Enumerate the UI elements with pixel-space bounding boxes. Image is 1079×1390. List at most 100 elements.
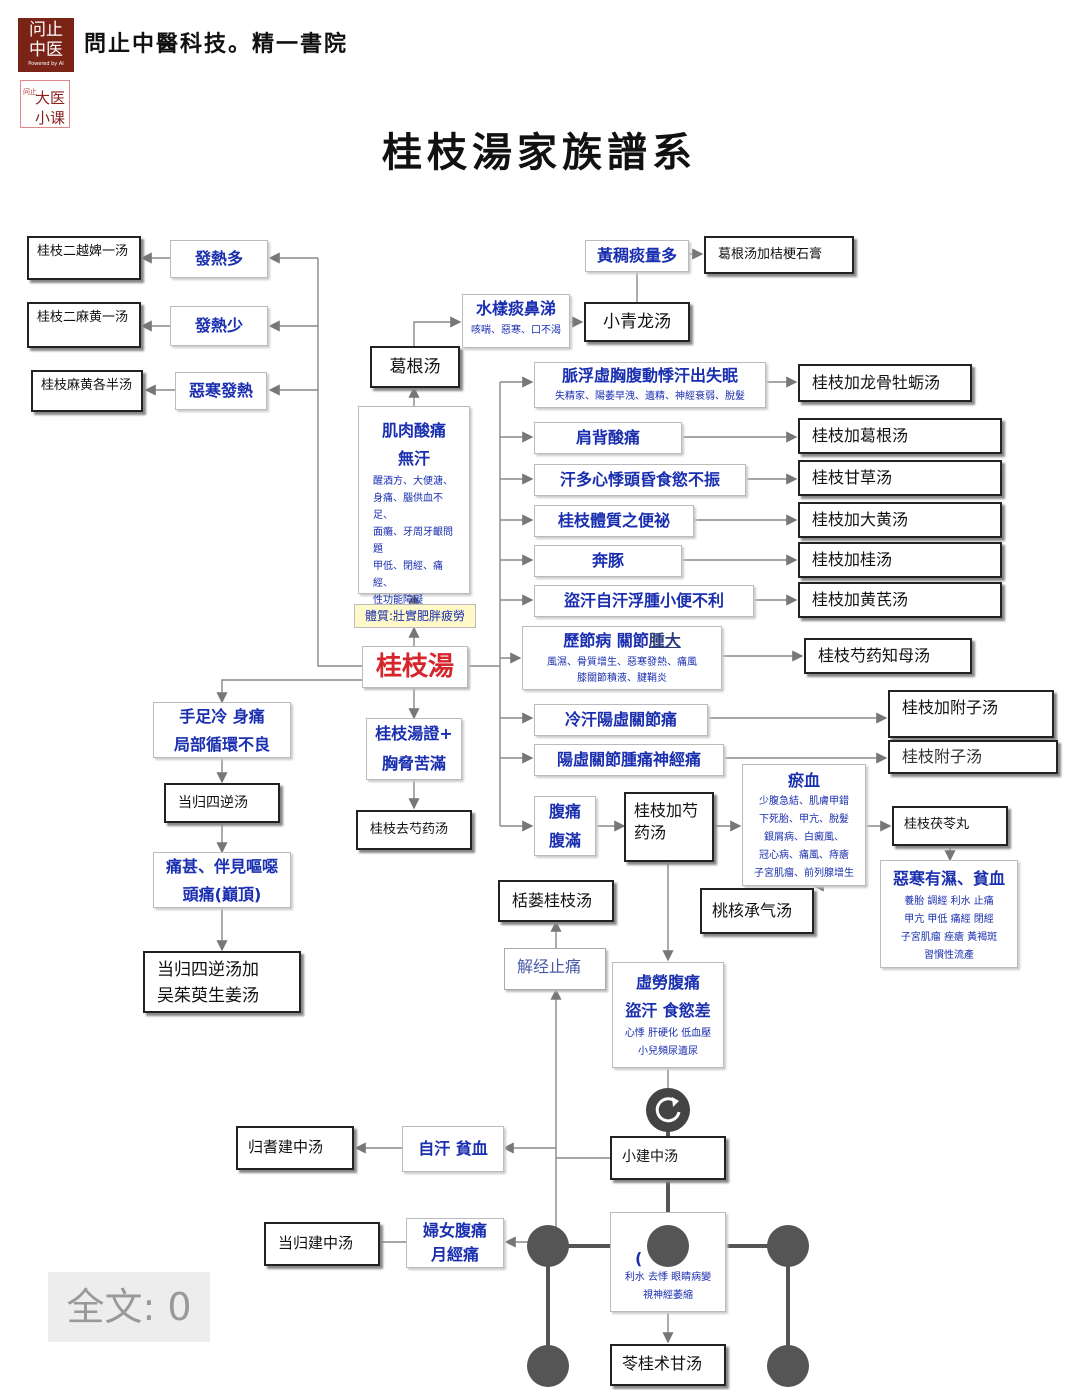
symptom-label: 發熱少 [194, 316, 243, 335]
symptom-label: 盜汗 食慾差 [625, 1001, 711, 1020]
drag-handle[interactable] [767, 1345, 809, 1387]
formula-label: 桂枝加葛根汤 [812, 426, 909, 445]
detail-line: 失精家、陽萎早洩、遺精、神經衰弱、脫髮 [555, 391, 745, 402]
symptom-label: 肩背酸痛 [575, 428, 640, 447]
symptom-box: 虛勞腹痛 盜汗 食慾差 心悸 肝硬化 低血壓 小兒頻尿遺尿 [612, 962, 724, 1068]
drag-handle[interactable] [527, 1345, 569, 1387]
central-label: 桂枝湯 [375, 652, 454, 682]
symptom-label-part: 歷節病 關節 [563, 631, 649, 650]
badge-line1: 大医 [35, 89, 66, 107]
detail-line: 子宮肌瘤、前列腺增生 [754, 868, 854, 879]
symptom-label: 虛勞腹痛 [635, 973, 700, 992]
formula-label: 小建中汤 [622, 1149, 678, 1165]
formula-label: 桂枝加黄芪汤 [812, 590, 909, 609]
rotate-icon [655, 1097, 681, 1123]
fulltext-label: 全文: 0 [66, 1285, 192, 1329]
symptom-box: 陽虛關節腫痛神經痛 [534, 744, 724, 776]
symptom-label: 解经止痛 [517, 957, 582, 976]
symptom-label: 瘀血 [787, 771, 820, 790]
symptom-box: 桂枝體質之便祕 [534, 505, 694, 537]
formula-box: 桂枝加龙骨牡蛎汤 [798, 364, 972, 402]
badge-line2: 小课 [35, 109, 66, 127]
formula-label: 桃核承气汤 [712, 901, 793, 920]
formula-box: 当归建中汤 [264, 1222, 380, 1266]
rotate-button[interactable] [646, 1088, 690, 1132]
symptom-box: 脈浮虛胸腹動悸汗出失眠 失精家、陽萎早洩、遺精、神經衰弱、脫髮 [534, 362, 766, 408]
formula-box: 归耆建中汤 [236, 1126, 354, 1170]
formula-label: 桂枝甘草汤 [812, 468, 893, 487]
drag-handle[interactable] [647, 1225, 689, 1267]
fulltext-counter[interactable]: 全文: 0 [48, 1272, 210, 1342]
symptom-box: 瘀血 少腹急結、肌膚甲錯 下死胎、甲亢、脫髮 銀屑病、白癜風、 冠心病、痛風、痔… [742, 764, 866, 886]
formula-box: 葛根汤 [370, 346, 460, 388]
formula-label: 桂枝加附子汤 [902, 698, 999, 717]
symptom-label: ( [635, 1249, 643, 1268]
detail-line: 利水 去悸 眼睛病變 [624, 1272, 712, 1283]
formula-box: 桂枝茯苓丸 [892, 806, 1008, 846]
course-badge: 问止 大医 小课 [20, 80, 70, 128]
formula-box: 桂枝去芍药汤 [356, 810, 472, 850]
symptom-box: 自汗 貧血 [402, 1126, 504, 1172]
formula-label: 桂枝加龙骨牡蛎汤 [812, 373, 941, 392]
formula-label: 药汤 [634, 823, 667, 842]
formula-label: 桂枝加芍 [634, 801, 699, 820]
symptom-box: 肌肉酸痛 無汗 醒酒方、大便溏、 身痛、腦供血不足、 面癱、牙周牙齦問題 甲低、… [358, 406, 470, 606]
detail-line: 養胎 調經 利水 止痛 [904, 896, 994, 907]
formula-label: 桂枝加大黄汤 [812, 510, 909, 529]
formula-label: 当归四逆汤 [178, 795, 248, 811]
detail-line: 銀屑病、白癜風、 [764, 832, 844, 843]
symptom-box: 歷節病 關節腫大 風濕、骨質增生、惡寒發熱、痛風 膝關節積液、腱鞘炎 [522, 626, 722, 690]
formula-label: 桂枝附子汤 [902, 747, 983, 766]
symptom-box: 水樣痰鼻涕 咳喘、惡寒、口不渴 [462, 294, 570, 348]
formula-box: 当归四逆汤 [164, 783, 280, 823]
formula-label: 吴茱萸生姜汤 [157, 986, 259, 1006]
detail-line: 下死胎、甲亢、脫髮 [759, 814, 849, 825]
symptom-label: 桂枝湯證+ [375, 724, 453, 743]
symptom-label: 盜汗自汗浮腫小便不利 [563, 591, 724, 610]
symptom-label: 局部循環不良 [173, 735, 270, 754]
logo-line2: 中医 [29, 40, 63, 60]
formula-box: 桂枝加芍 药汤 [624, 792, 714, 862]
formula-box: 桂枝麻黄各半汤 [31, 370, 143, 412]
symptom-label: 胸脅苦滿 [381, 754, 446, 773]
formula-box: 当归四逆汤加 吴茱萸生姜汤 [143, 951, 301, 1013]
detail-line: 子宮肌瘤 痤瘡 黃褐斑 [900, 932, 998, 943]
drag-handle[interactable] [767, 1225, 809, 1267]
formula-label: 桂枝茯苓丸 [904, 817, 970, 832]
symptom-label: 歷節病 關節腫大 [523, 627, 721, 655]
drag-handle[interactable] [527, 1225, 569, 1267]
symptom-label: 手足冷 身痛 [179, 707, 265, 726]
central-formula: 桂枝湯 [362, 646, 468, 688]
formula-label: 当归四逆汤加 [157, 960, 259, 980]
detail-line: 少腹急結、肌膚甲錯 [759, 796, 849, 807]
symptom-label: 冷汗陽虛關節痛 [564, 710, 677, 729]
formula-label: 苓桂术甘汤 [622, 1354, 703, 1373]
symptom-box: 盜汗自汗浮腫小便不利 [534, 585, 754, 617]
symptom-box: 惡寒有濕、貧血 養胎 調經 利水 止痛 甲亢 甲低 痛經 閉經 子宮肌瘤 痤瘡 … [880, 860, 1018, 968]
formula-label: 当归建中汤 [278, 1234, 354, 1252]
symptom-label: 無汗 [397, 449, 430, 468]
symptom-box: 黃稠痰量多 [585, 240, 689, 272]
formula-box: 桂枝加黄芪汤 [798, 582, 1002, 618]
formula-box: 桃核承气汤 [700, 888, 814, 934]
formula-box: 苓桂术甘汤 [610, 1344, 726, 1386]
formula-box: 栝蒌桂枝汤 [498, 880, 614, 922]
formula-label: 桂枝麻黄各半汤 [41, 378, 133, 393]
main-title: 桂枝湯家族譜系 [382, 129, 697, 176]
formula-box: 小青龙汤 [584, 302, 690, 342]
constitution-box: 體質:壯實肥胖疲勞 [354, 604, 476, 628]
detail-line: 性功能障礙 [373, 595, 423, 606]
formula-box: 葛根汤加桔梗石膏 [704, 236, 854, 274]
badge-small: 问止 [23, 88, 37, 96]
formula-label: 小青龙汤 [603, 312, 671, 332]
app-logo: 问止 中医 Powered by AI [18, 18, 74, 72]
detail-line: 膝關節積液、腱鞘炎 [577, 673, 667, 684]
formula-label: 归耆建中汤 [248, 1138, 324, 1156]
detail-line: 風濕、骨質增生、惡寒發熱、痛風 [547, 657, 697, 668]
detail-line: 冠心病、痛風、痔瘡 [759, 850, 849, 861]
formula-box: 桂枝二麻黄一汤 [27, 302, 141, 348]
symptom-box: 奔豚 [534, 545, 682, 577]
symptom-label: 脈浮虛胸腹動悸汗出失眠 [561, 366, 738, 385]
symptom-box: 肩背酸痛 [534, 422, 682, 454]
symptom-label: 痛甚、伴見嘔噁 [165, 857, 278, 876]
